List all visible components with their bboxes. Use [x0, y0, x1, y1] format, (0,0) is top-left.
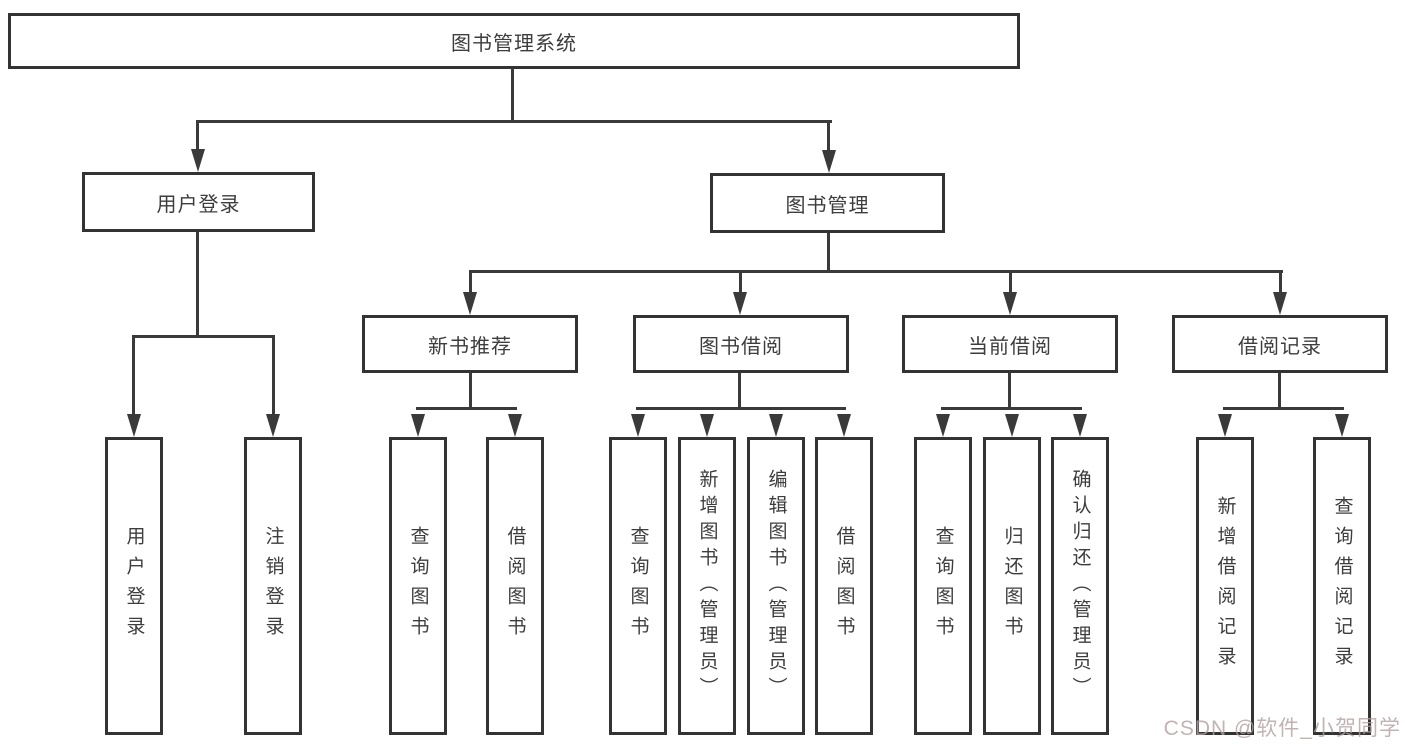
leaf-borrow-books-2: 借阅图书: [815, 437, 873, 735]
connector-new-books-rail: [416, 407, 517, 410]
node-user-login-label: 用户登录: [156, 193, 241, 216]
arrowhead-leaf-c4: [837, 414, 851, 437]
leaf-query-books-1: 查询图书: [389, 437, 447, 735]
connector-current-borrow-rail: [941, 407, 1082, 410]
arrowhead-leaf-c1: [631, 414, 645, 437]
leaf-add-books-admin: 新增图书（管理员）: [678, 437, 736, 735]
connector-user-login-drop: [196, 232, 199, 338]
connector-book-borrow-rail: [636, 407, 846, 410]
connector-user-login-rail: [132, 335, 275, 338]
arrowhead-leaf-b1: [411, 414, 425, 437]
arrowhead-leaf-login: [127, 414, 141, 437]
connector-new-books-drop: [469, 373, 472, 410]
arrowhead-leaf-c2: [700, 414, 714, 437]
leaf-query-borrow-record: 查询借阅记录: [1313, 437, 1371, 735]
connector-to-leaf-login: [132, 335, 135, 417]
leaf-query-books-3: 查询图书: [914, 437, 972, 735]
node-root-label: 图书管理系统: [451, 32, 577, 55]
connector-to-book-mgmt: [827, 120, 830, 154]
connector-to-borrow-records: [1279, 270, 1282, 294]
arrowhead-leaf-c3: [769, 414, 783, 437]
leaf-user-login: 用户登录: [105, 437, 163, 735]
connector-to-current-borrow: [1009, 270, 1012, 294]
connector-to-user-login: [196, 120, 199, 154]
arrowhead-book-mgmt: [822, 150, 836, 173]
arrowhead-leaf-d2: [1005, 414, 1019, 437]
node-book-management-label: 图书管理: [785, 194, 870, 217]
node-root-system: 图书管理系统: [8, 13, 1020, 69]
leaf-edit-books-admin: 编辑图书（管理员）: [747, 437, 805, 735]
node-current-borrowing: 当前借阅: [902, 315, 1118, 373]
leaf-add-borrow-record: 新增借阅记录: [1196, 437, 1254, 735]
connector-level1-rail: [196, 120, 832, 123]
node-new-book-recommend: 新书推荐: [362, 315, 578, 373]
node-book-borrowing: 图书借阅: [633, 315, 849, 373]
node-book-borrowing-label: 图书借阅: [699, 335, 783, 358]
arrowhead-borrow-records: [1273, 292, 1287, 315]
node-new-book-recommend-label: 新书推荐: [428, 335, 512, 358]
connector-borrow-records-drop: [1278, 373, 1281, 410]
node-borrowing-records-label: 借阅记录: [1238, 335, 1322, 358]
connector-book-borrow-drop: [738, 373, 741, 410]
connector-book-mgmt-drop: [827, 233, 830, 273]
arrowhead-leaf-d3: [1073, 414, 1087, 437]
csdn-watermark: CSDN @软件_小贺同学: [1163, 717, 1401, 740]
connector-to-leaf-logout: [272, 335, 275, 417]
connector-to-new-books: [469, 270, 472, 294]
node-borrowing-records: 借阅记录: [1172, 315, 1388, 373]
arrowhead-leaf-b2: [508, 414, 522, 437]
arrowhead-book-borrow: [733, 292, 747, 315]
connector-root-drop: [511, 68, 514, 122]
node-user-login: 用户登录: [82, 172, 315, 232]
arrowhead-user-login: [191, 149, 205, 172]
node-book-management: 图书管理: [710, 173, 945, 233]
connector-to-book-borrow: [739, 270, 742, 294]
leaf-logout: 注销登录: [244, 437, 302, 735]
arrowhead-leaf-e1: [1218, 414, 1232, 437]
arrowhead-new-books: [463, 292, 477, 315]
leaf-confirm-return-admin: 确认归还（管理员）: [1051, 437, 1109, 735]
arrowhead-current-borrow: [1003, 292, 1017, 315]
arrowhead-leaf-e2: [1335, 414, 1349, 437]
connector-current-borrow-drop: [1008, 373, 1011, 410]
leaf-query-books-2: 查询图书: [609, 437, 667, 735]
leaf-borrow-books-1: 借阅图书: [486, 437, 544, 735]
leaf-return-books: 归还图书: [983, 437, 1041, 735]
node-current-borrowing-label: 当前借阅: [968, 335, 1052, 358]
arrowhead-leaf-logout: [266, 414, 280, 437]
arrowhead-leaf-d1: [936, 414, 950, 437]
connector-borrow-records-rail: [1223, 407, 1344, 410]
connector-level2-rail: [469, 270, 1283, 273]
